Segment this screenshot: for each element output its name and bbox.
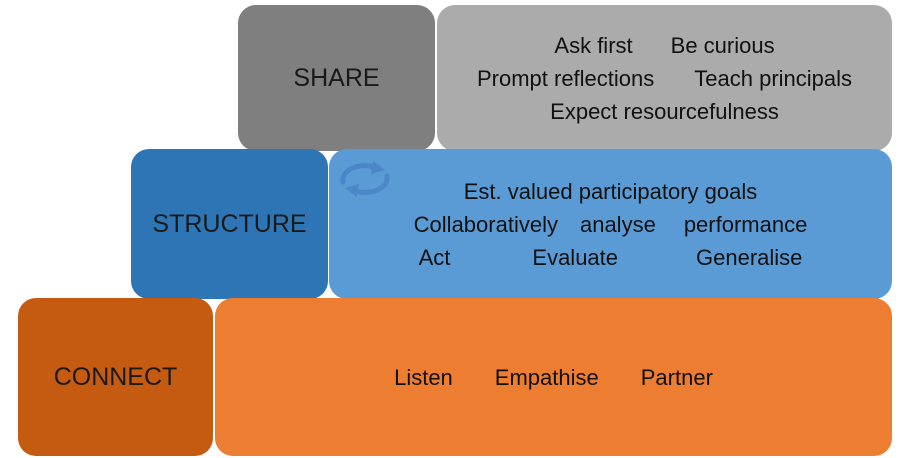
connect-title: CONNECT bbox=[53, 362, 178, 391]
share-title: SHARE bbox=[293, 63, 380, 92]
structure-title: STRUCTURE bbox=[152, 209, 307, 238]
structure-tier-label: STRUCTURE bbox=[131, 149, 328, 299]
share-row-2: Prompt reflections Teach principals bbox=[437, 62, 892, 95]
structure-row-3: Act Evaluate Generalise bbox=[329, 241, 892, 274]
share-row-3: Expect resourcefulness bbox=[437, 95, 892, 128]
structure-item: performance bbox=[683, 211, 808, 237]
structure-item: Act bbox=[418, 244, 451, 270]
connect-row-1: Listen Empathise Partner bbox=[215, 361, 892, 394]
connect-item: Listen bbox=[394, 364, 453, 390]
structure-item: Collaboratively bbox=[413, 211, 558, 237]
share-item: Teach principals bbox=[694, 65, 853, 91]
structure-item: Est. valued participatory goals bbox=[463, 178, 758, 204]
structure-row-1: Est. valued participatory goals bbox=[329, 175, 892, 208]
cycle-arrows-icon bbox=[340, 161, 390, 197]
share-item: Ask first bbox=[554, 32, 633, 58]
share-item: Expect resourcefulness bbox=[550, 98, 779, 124]
share-item: Be curious bbox=[670, 32, 775, 58]
connect-tier-details: Listen Empathise Partner bbox=[215, 298, 892, 456]
structure-row-2: Collaboratively analyse performance bbox=[329, 208, 892, 241]
structure-item: Evaluate bbox=[532, 244, 619, 270]
share-tier-details: Ask first Be curious Prompt reflections … bbox=[437, 5, 892, 151]
structure-tier-details: Est. valued participatory goals Collabor… bbox=[329, 149, 892, 299]
connect-item: Empathise bbox=[494, 364, 599, 390]
share-tier-label: SHARE bbox=[238, 5, 435, 151]
connect-tier-label: CONNECT bbox=[18, 298, 213, 456]
share-row-1: Ask first Be curious bbox=[437, 29, 892, 62]
share-item: Prompt reflections bbox=[476, 65, 655, 91]
structure-item: Generalise bbox=[696, 244, 803, 270]
connect-item: Partner bbox=[640, 364, 713, 390]
structure-item: analyse bbox=[579, 211, 656, 237]
